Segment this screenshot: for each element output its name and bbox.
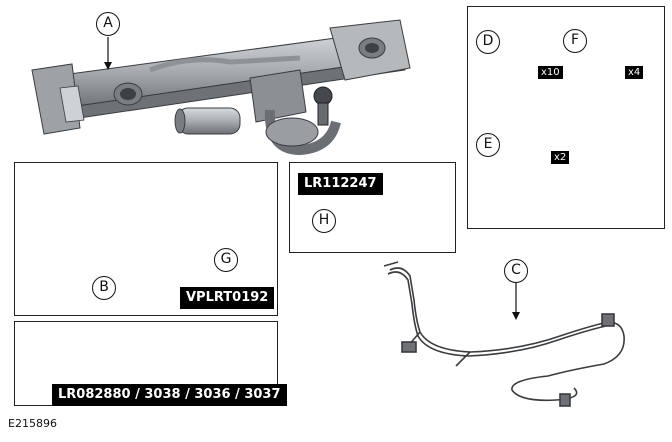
module-kit-box bbox=[14, 162, 278, 316]
bolt-d-quantity: x10 bbox=[538, 66, 563, 79]
callout-c: C bbox=[504, 259, 528, 283]
callout-e: E bbox=[476, 133, 500, 157]
arrow-a bbox=[104, 62, 112, 70]
bolt-f-quantity: x4 bbox=[625, 66, 644, 79]
callout-a: A bbox=[96, 12, 120, 36]
bumper-cover-part-numbers: LR082880 / 3038 / 3036 / 3037 bbox=[52, 384, 287, 406]
callout-f: F bbox=[563, 29, 587, 53]
figure-id: E215896 bbox=[8, 417, 57, 430]
arrow-c bbox=[512, 312, 520, 320]
callout-d: D bbox=[476, 30, 500, 54]
callout-b: B bbox=[92, 276, 116, 300]
nut-e-quantity: x2 bbox=[551, 151, 570, 164]
module-kit-part-number: VPLRT0192 bbox=[180, 287, 275, 309]
callout-g: G bbox=[214, 248, 238, 272]
bracket-part-number: LR112247 bbox=[298, 173, 383, 195]
tow-bar-assembly bbox=[31, 19, 411, 156]
callout-h: H bbox=[312, 209, 336, 233]
wiring-harness bbox=[383, 261, 625, 407]
